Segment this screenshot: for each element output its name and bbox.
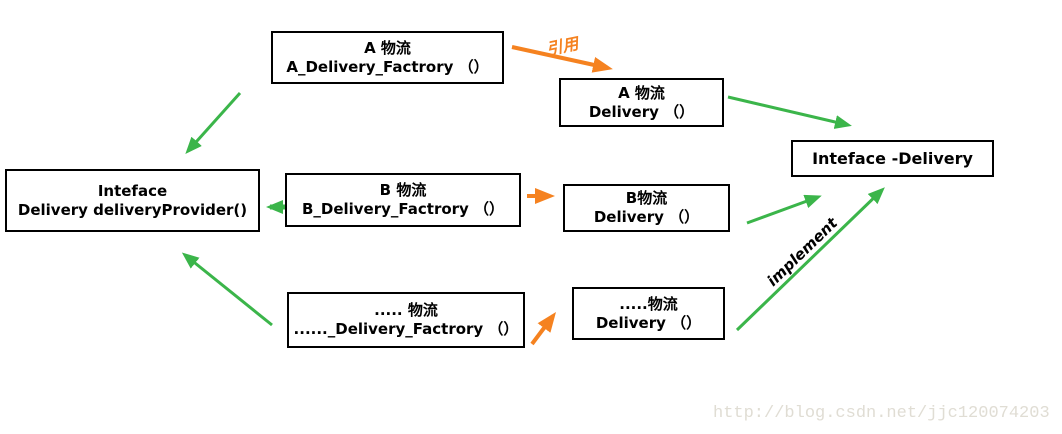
- box-dots-delivery-method: Delivery （）: [595, 313, 702, 332]
- box-interface-provider-method: Delivery deliveryProvider(): [17, 200, 248, 219]
- box-b-factory-title: B 物流: [379, 181, 427, 199]
- box-dots-factory: ..... 物流 ......_Delivery_Factrory （）: [287, 292, 525, 348]
- reference-arrow-label: 引用: [544, 33, 580, 60]
- box-a-factory-method: A_Delivery_Factrory （）: [286, 57, 489, 76]
- box-dots-factory-title: ..... 物流: [374, 301, 438, 319]
- box-interface-delivery: Inteface -Delivery: [791, 140, 994, 177]
- box-a-factory-title: A 物流: [364, 38, 411, 57]
- arrow-dots-factory-to-dots-delivery: [530, 312, 556, 346]
- box-b-factory-method: B_Delivery_Factrory （）: [301, 200, 505, 218]
- box-b-delivery: B物流 Delivery （）: [563, 184, 730, 232]
- box-a-factory: A 物流 A_Delivery_Factrory （）: [271, 31, 504, 84]
- arrow-implement-dots-delivery-to-interface-delivery: [735, 187, 885, 332]
- watermark: http://blog.csdn.net/jjc120074203: [713, 404, 1050, 423]
- box-b-factory: B 物流 B_Delivery_Factrory （）: [285, 173, 521, 227]
- arrow-a-delivery-to-interface-delivery: [727, 95, 852, 129]
- arrow-dots-factory-to-provider: [181, 252, 273, 327]
- box-interface-provider-title: Inteface: [97, 181, 168, 200]
- box-b-delivery-title: B物流: [625, 189, 668, 207]
- box-interface-provider: Inteface Delivery deliveryProvider(): [5, 169, 260, 232]
- box-b-delivery-method: Delivery （）: [593, 208, 700, 226]
- box-a-delivery-method: Delivery （）: [588, 102, 695, 121]
- box-dots-delivery-title: .....物流: [619, 294, 678, 313]
- box-a-delivery-title: A 物流: [618, 83, 665, 102]
- box-a-delivery: A 物流 Delivery （）: [559, 78, 724, 127]
- arrow-a-factory-to-provider: [185, 91, 242, 154]
- box-dots-factory-method: ......_Delivery_Factrory （）: [293, 320, 519, 338]
- arrow-b-delivery-to-interface-delivery: [746, 194, 822, 225]
- implement-arrow-label: implement: [763, 214, 842, 290]
- box-dots-delivery: .....物流 Delivery （）: [572, 287, 725, 340]
- box-interface-delivery-title: Inteface -Delivery: [812, 149, 973, 168]
